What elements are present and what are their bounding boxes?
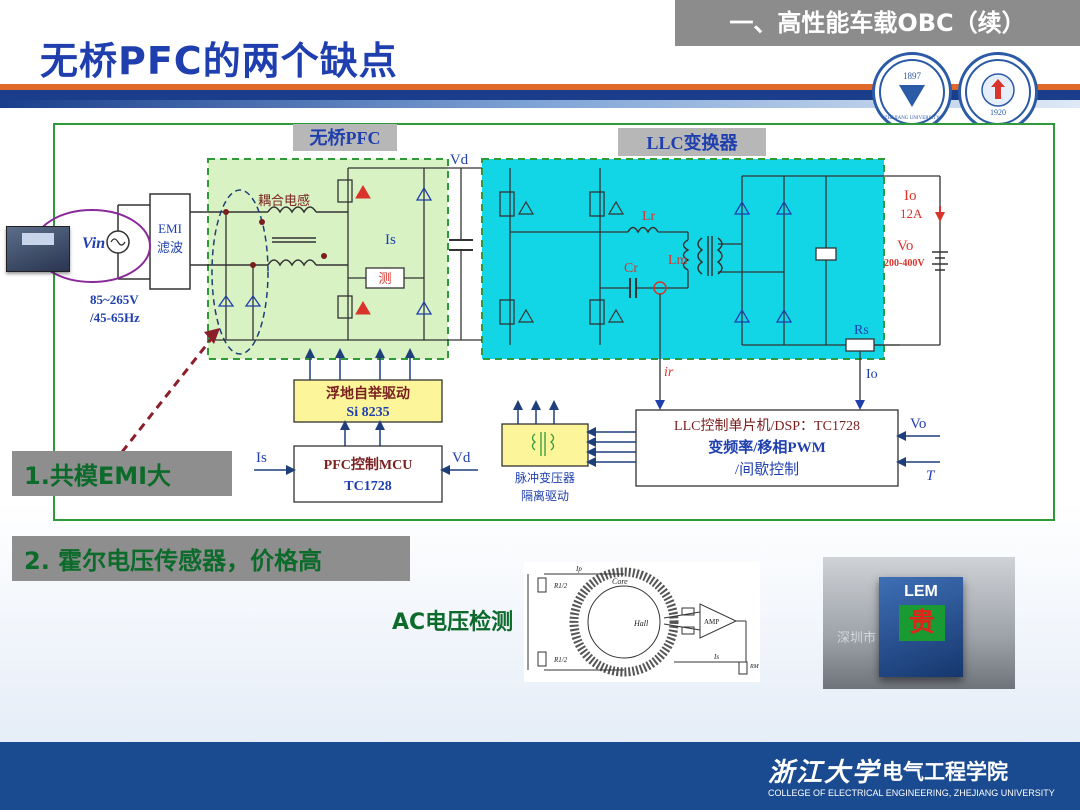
circuit-diagram: 无桥PFC LLC变换器 Vd Vin EMI 滤波 85~265V /45-6… [33,123,1055,521]
llc-ctrl-line1: LLC控制单片机/DSP：TC1728 [674,418,860,434]
emi-filter-box [149,193,191,290]
driver-line1: 浮地自举驱动 [326,385,410,402]
logo1-text: ZHEJIANG UNIVERSITY [884,116,940,121]
hall-label: Hall [633,619,649,628]
vo-range: 200-400V [884,258,925,269]
amp-label: AMP [704,618,719,626]
core-label: Core [612,577,628,586]
coupled-inductor-label: 耦合电感 [258,193,310,208]
vd-top-label: Vd [450,152,469,168]
cm-emi-ellipse [211,189,269,355]
lm-label: Lm [668,253,688,268]
cr-label: Cr [624,261,638,276]
measure-label: 测 [378,271,391,286]
r2-label: R1/2 [553,656,568,664]
lem-sensor-photo: LEM 贵 深圳市 [823,557,1015,689]
pfc-ctrl-is: Is [256,450,267,466]
shunt-resistor [845,338,875,352]
ip-label: Ip [575,565,582,573]
pfc-ctrl-line2: TC1728 [344,479,391,494]
logo1-year: 1897 [903,71,922,81]
pulse-tx-line1: 脉冲变压器 [515,470,575,485]
lr-label: Lr [642,209,656,224]
pfc-label: 无桥PFC [310,127,381,148]
llc-ctrl-t: T [926,468,936,484]
io-label: Io [904,188,917,204]
header-stripe-bottom [0,100,1080,108]
zju-logo: 1897 ZHEJIANG UNIVERSITY [872,52,952,132]
llc-ctrl-line2: 变频率/移相PWM [708,438,826,456]
logo2-year: 1920 [990,108,1006,117]
llc-label: LLC变换器 [646,132,738,153]
llc-ctrl-vo: Vo [910,416,926,432]
rm-label: RM [749,664,760,670]
footer-college-en: COLLEGE OF ELECTRICAL ENGINEERING, ZHEJI… [768,788,1055,798]
llc-ctrl-line3: /间歇控制 [735,461,799,478]
emi-label-2: 滤波 [157,240,183,255]
drawback-2-callout: 2. 霍尔电压传感器，价格高 [12,536,410,581]
callout-arrow [120,337,214,453]
r1-label: R1/2 [553,582,568,590]
lem-brand: LEM [904,583,938,600]
pfc-label-box [293,124,397,151]
emi-label-1: EMI [158,221,182,236]
pulse-tx-line2: 隔离驱动 [521,488,569,503]
footer-university: 浙江大学 [768,758,881,788]
input-device-photo [6,226,70,272]
driver-box [293,379,443,423]
rs-label: Rs [854,323,869,338]
input-spec-1: 85~265V [90,292,139,307]
drawback-1-callout: 1.共模EMI大 [12,451,232,496]
pfc-controller-box [293,445,443,503]
llc-label-box [618,128,766,156]
driver-line2: Si 8235 [346,405,389,420]
page-title: 无桥PFC的两个缺点 [40,39,398,83]
ir-label: ir [664,365,674,380]
price-tag: 贵 [899,605,945,641]
pfc-region [207,158,449,360]
footer-college: 电气工程学院 [882,760,1008,784]
ac-detect-label: AC电压检测 [392,610,514,635]
io-sense-label: Io [866,367,878,382]
pfc-ctrl-line1: PFC控制MCU [324,456,413,473]
is-label: Is [385,232,396,248]
vin-label: Vin [82,235,105,252]
vo-label: Vo [897,238,913,254]
input-spec-2: /45-65Hz [89,310,140,325]
header-stripe-top [0,84,1080,90]
io-value: 12A [900,206,923,221]
llc-controller-box [635,409,899,487]
sensor-is-label: Is [713,653,719,661]
section-tag: 一、高性能车载OBC（续） [675,0,1080,46]
footer-bar: 浙江大学 电气工程学院 COLLEGE OF ELECTRICAL ENGINE… [0,742,1080,810]
header-stripe-mid [0,90,1080,100]
pfc-ctrl-vd: Vd [452,450,471,466]
photo-watermark: 深圳市 [837,631,877,646]
hall-sensor-schematic: Core Hall Ip R1/2 R1/2 AMP Is RM [524,562,760,682]
